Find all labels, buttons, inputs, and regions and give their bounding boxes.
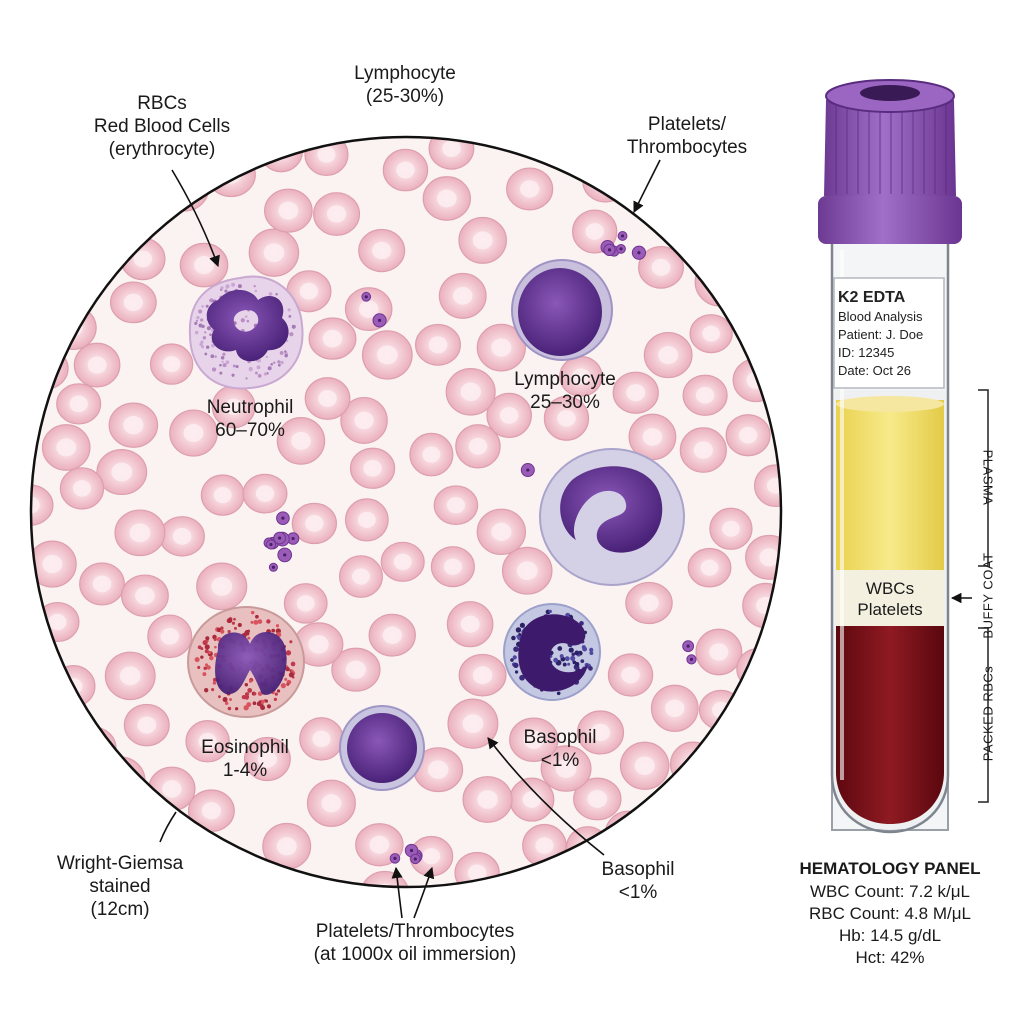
label-stain-line3: (12cm) bbox=[90, 899, 150, 920]
neutrophil-cell bbox=[188, 275, 304, 390]
label-rbc-line1: RBCs bbox=[137, 93, 187, 114]
buffy-text-platelets: Platelets bbox=[857, 600, 923, 619]
label-eosinophil-percent: 1-4% bbox=[222, 760, 268, 781]
label-rbc: RBCs Red Blood Cells (erythrocyte) bbox=[52, 92, 272, 161]
label-stain-line2: stained bbox=[89, 876, 151, 897]
label-stain: Wright-Giemsa stained (12cm) bbox=[20, 852, 220, 921]
label-platelets-bottom-line2: (at 1000x oil immersion) bbox=[313, 944, 517, 965]
tube-label-title: K2 EDTA bbox=[838, 289, 906, 306]
tube-label-id: ID: 12345 bbox=[838, 345, 895, 360]
label-lymphocyte-mid-percent: 25–30% bbox=[530, 392, 600, 413]
red-blood-cell bbox=[159, 163, 210, 212]
label-platelets-top-line1: Platelets/ bbox=[647, 114, 727, 135]
panel-hematocrit: Hct: 42% bbox=[855, 948, 925, 967]
layer-label-packed-rbcs: PACKED RBCs bbox=[980, 665, 996, 762]
buffy-text-wbcs: WBCs bbox=[865, 579, 915, 598]
red-blood-cell bbox=[31, 347, 69, 390]
label-platelets-top-line2: Thrombocytes bbox=[626, 137, 748, 158]
red-blood-cell bbox=[31, 484, 54, 526]
label-basophil-mid-percent: <1% bbox=[540, 750, 580, 771]
tube-cap bbox=[818, 196, 962, 244]
platelets bbox=[263, 231, 697, 865]
panel-title: HEMATOLOGY PANEL bbox=[799, 859, 981, 878]
label-rbc-line2: Red Blood Cells bbox=[93, 116, 231, 137]
red-blood-cell bbox=[604, 810, 653, 859]
label-rbc-line3: (erythrocyte) bbox=[108, 139, 216, 160]
buffy-coat-text: WBCs Platelets bbox=[836, 578, 944, 620]
basophil-cell bbox=[503, 603, 601, 701]
red-blood-cell bbox=[70, 726, 117, 771]
label-lymphocyte-top-line2: (25-30%) bbox=[365, 86, 445, 107]
tube-sticker: K2 EDTA Blood Analysis Patient: J. Doe I… bbox=[838, 288, 942, 380]
label-basophil-low: Basophil <1% bbox=[568, 858, 708, 904]
label-lymphocyte-mid-name: Lymphocyte bbox=[514, 369, 616, 390]
label-eosinophil-name: Eosinophil bbox=[201, 737, 289, 758]
layer-label-plasma: PLASMA bbox=[980, 449, 996, 506]
label-platelets-bottom: Platelets/Thrombocytes (at 1000x oil imm… bbox=[270, 920, 560, 966]
label-platelets-top: Platelets/ Thrombocytes bbox=[592, 113, 782, 159]
label-stain-line1: Wright-Giemsa bbox=[56, 853, 184, 874]
label-basophil-low-percent: <1% bbox=[618, 882, 658, 903]
tube-label-patient: Patient: J. Doe bbox=[838, 327, 924, 342]
hematology-panel: HEMATOLOGY PANEL WBC Count: 7.2 k/μL RBC… bbox=[780, 857, 1000, 969]
label-platelets-bottom-line1: Platelets/Thrombocytes bbox=[315, 921, 515, 942]
panel-rbc-count: RBC Count: 4.8 M/μL bbox=[809, 904, 971, 923]
red-blood-cell bbox=[95, 756, 146, 806]
red-blood-cell bbox=[669, 741, 717, 787]
lymphocyte-cell bbox=[511, 259, 613, 361]
label-neutrophil-name: Neutrophil bbox=[206, 397, 294, 418]
label-lymphocyte-top: Lymphocyte (25-30%) bbox=[300, 62, 510, 108]
label-basophil-low-name: Basophil bbox=[601, 859, 675, 880]
label-basophil-mid: Basophil <1% bbox=[480, 726, 640, 772]
red-blood-cell bbox=[736, 647, 781, 690]
eosinophil-cell bbox=[187, 606, 305, 718]
label-lymphocyte-mid: Lymphocyte 25–30% bbox=[470, 368, 660, 414]
label-basophil-mid-name: Basophil bbox=[523, 727, 597, 748]
label-eosinophil: Eosinophil 1-4% bbox=[150, 736, 340, 782]
panel-wbc-count: WBC Count: 7.2 k/μL bbox=[809, 882, 971, 901]
layer-label-buffy-coat: BUFFY COAT bbox=[980, 552, 996, 639]
red-blood-cell bbox=[360, 870, 410, 887]
label-lymphocyte-top-line1: Lymphocyte bbox=[354, 63, 456, 84]
label-neutrophil: Neutrophil 60–70% bbox=[160, 396, 340, 442]
annotation-arrows bbox=[159, 159, 661, 919]
tube-label-date: Date: Oct 26 bbox=[838, 363, 911, 378]
label-neutrophil-percent: 60–70% bbox=[215, 420, 285, 441]
tube-label-subtitle: Blood Analysis bbox=[838, 309, 923, 324]
monocyte-cell bbox=[539, 448, 685, 586]
edta-test-tube bbox=[818, 79, 989, 834]
panel-hemoglobin: Hb: 14.5 g/dL bbox=[838, 926, 942, 945]
small-lymphocyte-cell bbox=[339, 705, 425, 791]
